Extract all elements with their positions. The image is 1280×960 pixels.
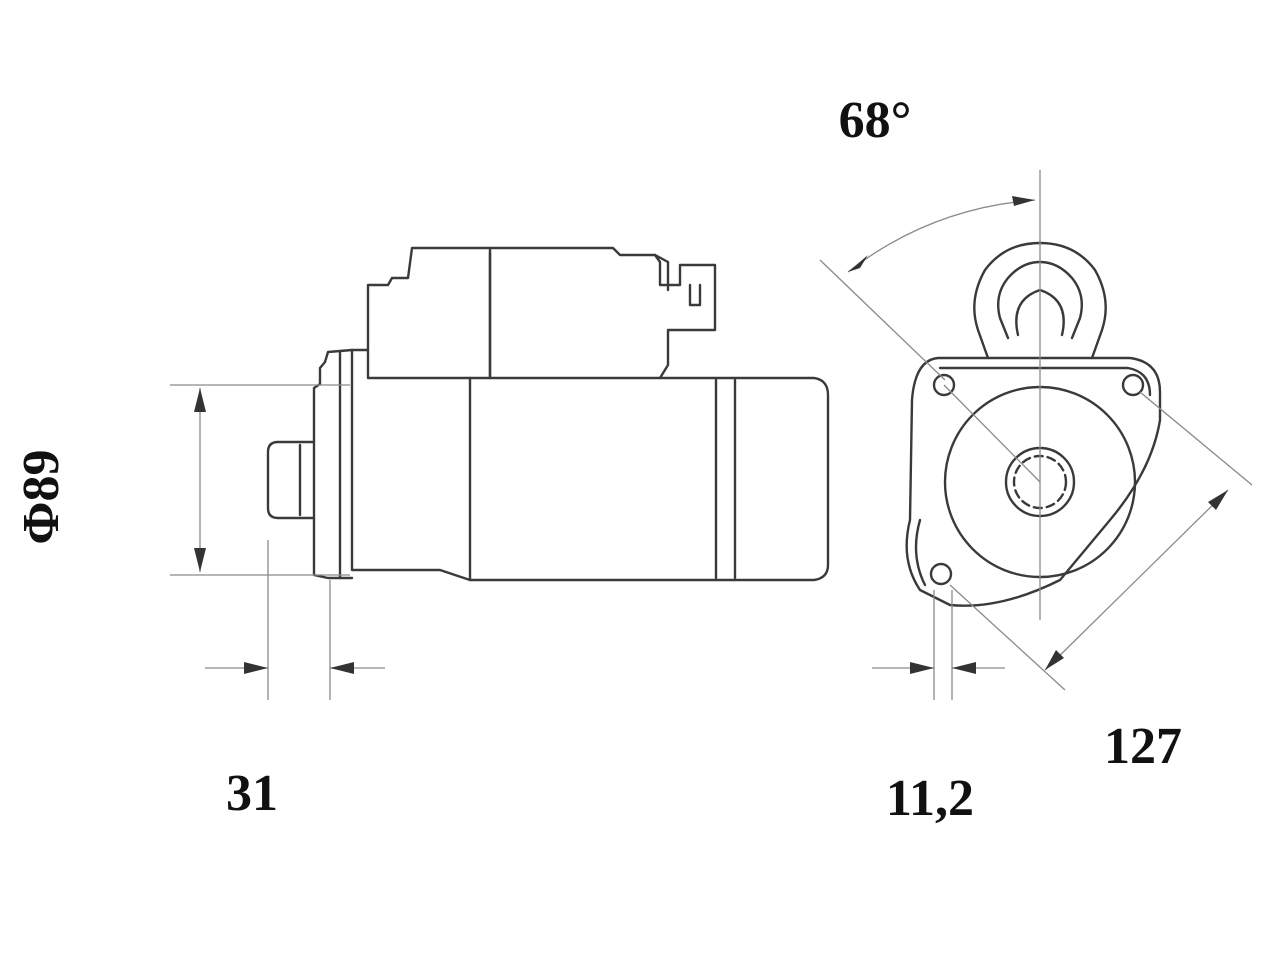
angle-dimension [819, 170, 1041, 381]
end-flange-inner [914, 366, 1152, 587]
mount-offset-dimension [872, 590, 1005, 700]
side-view [266, 246, 830, 582]
motor-housing [468, 376, 830, 582]
drive-end-housing [350, 348, 472, 582]
pinion [266, 440, 316, 520]
solenoid-body [366, 246, 717, 380]
bolt-hole-top-left [932, 373, 956, 397]
diameter-dimension [170, 384, 350, 576]
bolt-hole-top-right [1121, 373, 1145, 397]
bolt-diagonal-line [943, 384, 1041, 483]
flange-offset-dimension [205, 540, 385, 700]
mount-offset-label: 11,2 [886, 770, 974, 827]
mounting-flange [312, 348, 354, 580]
solenoid-terminal [653, 253, 702, 307]
flange-offset-label: 31 [226, 765, 278, 822]
end-flange-outline [905, 356, 1162, 607]
bolt-spacing-dimension [949, 391, 1253, 691]
end-view [905, 240, 1162, 620]
bolt-hole-bottom-left [929, 562, 953, 586]
diameter-label: Φ89 [13, 449, 70, 544]
angle-label: 68° [839, 92, 912, 149]
bolt-spacing-label: 127 [1104, 718, 1182, 775]
